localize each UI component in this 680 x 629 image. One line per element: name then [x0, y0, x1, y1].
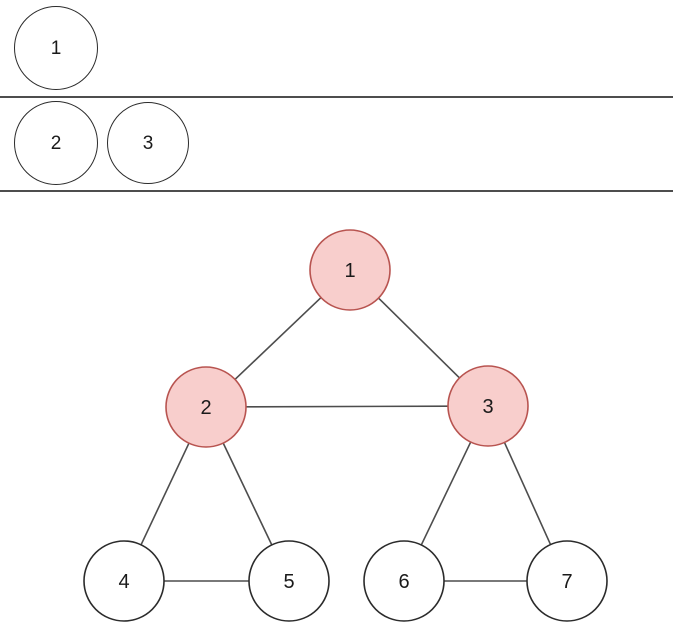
- level-chip-3[interactable]: 3: [107, 102, 189, 184]
- level-chip-1[interactable]: 1: [14, 6, 98, 90]
- level-divider-0: [0, 96, 673, 98]
- level-chip-2[interactable]: 2: [14, 101, 98, 185]
- graph-edge-2-3: [245, 405, 449, 408]
- graph-edge-3-6: [420, 441, 472, 546]
- graph-edge-3-7: [503, 442, 552, 545]
- graph-edge-1-2: [234, 296, 322, 381]
- graph-node-circle-5[interactable]: [248, 540, 330, 622]
- graph-node-label-4: 4: [118, 571, 129, 593]
- graph-node-circle-6[interactable]: [363, 540, 445, 622]
- graph-svg: 1 2 3 4 5 6 7: [83, 229, 608, 622]
- graph-node-label-3: 3: [482, 396, 493, 418]
- graph-node-circle-4[interactable]: [83, 540, 165, 622]
- graph-node-3[interactable]: 3: [447, 365, 529, 447]
- graph-node-circle-1[interactable]: [309, 229, 391, 311]
- level-divider-1: [0, 190, 673, 192]
- graph-node-2[interactable]: 2: [165, 366, 247, 448]
- edge-layer: [140, 296, 552, 582]
- graph-edge-2-5: [222, 442, 273, 546]
- graph-edge-1-3: [377, 297, 461, 379]
- graph-node-circle-3[interactable]: [447, 365, 529, 447]
- graph-node-label-2: 2: [200, 397, 211, 419]
- graph-node-5[interactable]: 5: [248, 540, 330, 622]
- graph-node-7[interactable]: 7: [526, 540, 608, 622]
- graph-node-4[interactable]: 4: [83, 540, 165, 622]
- graph-node-circle-2[interactable]: [165, 366, 247, 448]
- graph-node-circle-7[interactable]: [526, 540, 608, 622]
- graph-node-1[interactable]: 1: [309, 229, 391, 311]
- graph-edge-2-4: [140, 442, 190, 546]
- graph-node-label-5: 5: [283, 571, 294, 593]
- node-layer: 1 2 3 4 5 6 7: [83, 229, 608, 622]
- graph-node-6[interactable]: 6: [363, 540, 445, 622]
- graph-area: 1 2 3 4 5 6 7: [0, 195, 680, 629]
- graph-node-label-1: 1: [344, 260, 355, 282]
- graph-node-label-7: 7: [561, 571, 572, 593]
- graph-node-label-6: 6: [398, 571, 409, 593]
